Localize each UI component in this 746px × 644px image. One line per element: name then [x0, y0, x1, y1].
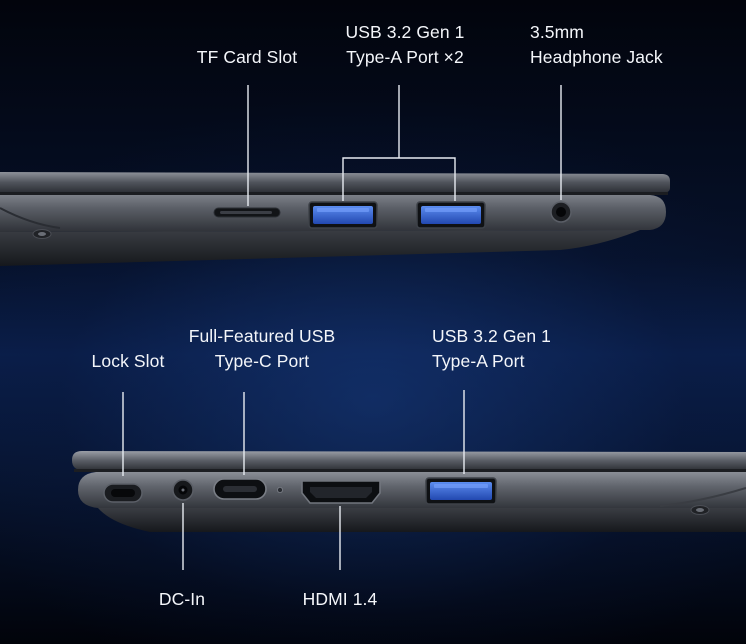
label-usb-c-line1: Full-Featured USB	[188, 326, 336, 346]
tf-card-slot-icon	[213, 207, 281, 218]
usb-a-port-icon-2	[416, 201, 486, 229]
usb-c-port-icon	[213, 478, 267, 500]
label-lock-slot-text: Lock Slot	[91, 351, 165, 371]
dc-in-port-icon	[172, 479, 194, 501]
bottom-bottom-shell	[98, 508, 746, 532]
label-headphone-line2: Headphone Jack	[530, 47, 663, 67]
screw-icon	[32, 229, 52, 239]
usb-a-port-icon-1	[308, 201, 378, 229]
top-lid	[0, 172, 670, 193]
label-dc-in: DC-In	[159, 587, 205, 612]
top-leader-lines	[247, 85, 562, 206]
label-usb-a-top-line2: Type-A Port ×2	[346, 47, 464, 67]
label-usb-c: Full-Featured USB Type-C Port	[189, 324, 336, 374]
label-tf-card-text: TF Card Slot	[196, 47, 298, 67]
label-usb-a-bottom: USB 3.2 Gen 1 Type-A Port	[432, 324, 551, 374]
label-hdmi: HDMI 1.4	[303, 587, 378, 612]
label-headphone-line1: 3.5mm	[530, 22, 584, 42]
label-headphone-jack: 3.5mm Headphone Jack	[530, 20, 663, 70]
label-hdmi-text: HDMI 1.4	[302, 589, 378, 609]
label-usb-a-top: USB 3.2 Gen 1 Type-A Port ×2	[345, 20, 464, 70]
top-bottom-shell	[0, 230, 640, 266]
label-usb-a-bottom-line1: USB 3.2 Gen 1	[432, 326, 552, 346]
audio-jack-icon	[550, 201, 572, 223]
label-usb-c-line2: Type-C Port	[214, 351, 310, 371]
led-indicator-icon	[276, 486, 283, 493]
usb-a-port-icon-3	[425, 477, 497, 505]
bottom-leader-lines	[122, 390, 465, 570]
bottom-lid	[72, 451, 746, 470]
lock-slot-icon	[103, 483, 143, 503]
screw-icon-bottom	[690, 505, 710, 515]
label-tf-card-slot: TF Card Slot	[197, 45, 297, 70]
label-usb-a-bottom-line2: Type-A Port	[432, 351, 525, 371]
label-usb-a-top-line1: USB 3.2 Gen 1	[345, 22, 465, 42]
label-dc-in-text: DC-In	[158, 589, 206, 609]
label-lock-slot: Lock Slot	[92, 349, 165, 374]
hdmi-port-icon	[301, 480, 381, 504]
